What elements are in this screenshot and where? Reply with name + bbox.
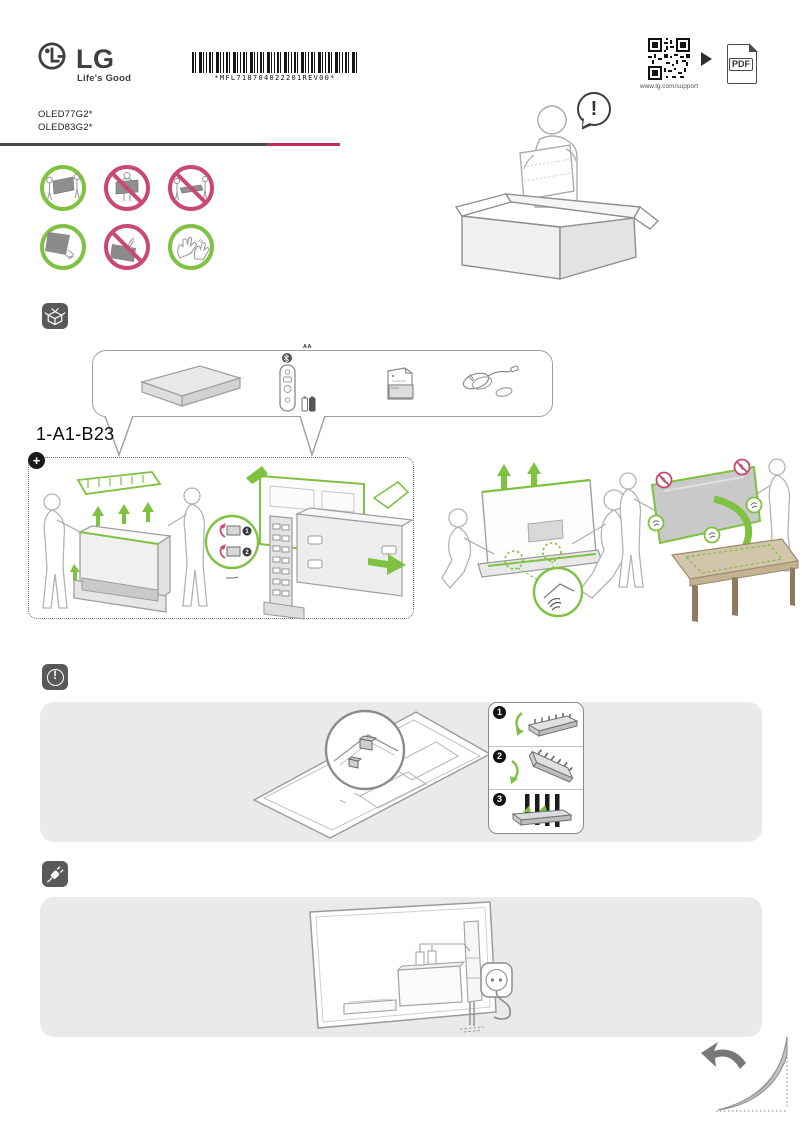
clip-step-row: 2 — [489, 747, 583, 791]
accessory-document-pack — [383, 363, 421, 403]
clip-step-row: 3 — [489, 790, 583, 833]
clip-insert-icon — [511, 794, 573, 828]
safety-no-press-screen-icon — [104, 224, 150, 270]
lg-tagline: Life's Good — [77, 73, 132, 84]
pdf-file-icon: PDF — [727, 43, 758, 84]
pdf-label: PDF — [729, 58, 753, 71]
header-rule — [0, 143, 267, 146]
unpack-scene-slide-box — [222, 462, 414, 620]
wall-outlet-illustration — [478, 960, 524, 1026]
barcode-icon — [192, 52, 358, 73]
plus-badge: + — [28, 452, 45, 469]
lg-logo — [38, 42, 66, 70]
read-manual-illustration — [448, 95, 660, 280]
clip-step-row: 1 — [489, 703, 583, 747]
lg-wordmark: LG — [76, 44, 115, 74]
page-turn-icon — [700, 1033, 795, 1118]
kit-code: 1-A1-B23 — [36, 424, 115, 444]
safety-no-flat-carry-icon — [168, 165, 214, 211]
qr-code-icon — [648, 38, 690, 80]
battery-size-label: AA — [303, 344, 312, 350]
power-plug-icon — [47, 866, 64, 883]
power-tile — [42, 861, 68, 887]
barcode-text: *MFL718704022201REV00* — [214, 74, 336, 82]
clip-strip-icon — [527, 713, 579, 737]
caution-symbol: ! — [53, 669, 57, 682]
safety-ok-two-person-carry-icon — [40, 165, 86, 211]
cable-routing-illustration — [298, 898, 513, 1035]
clip-detail-magnifier — [322, 707, 408, 793]
exclamation-icon: ! — [46, 668, 64, 686]
plus-symbol: + — [32, 453, 41, 468]
model-number-2: OLED83G2* — [38, 122, 93, 133]
barcode-block: *MFL718704022201REV00* — [192, 52, 363, 82]
inset-step-1: 1 — [245, 529, 249, 535]
safety-ok-grip-bottom-icon — [40, 224, 86, 270]
arrow-right-icon — [701, 52, 712, 66]
alert-bubble: ! — [573, 92, 611, 138]
accessory-remote: AA — [278, 344, 326, 414]
unpack-steps-box — [28, 457, 414, 619]
clip-steps-panel: 1 2 — [488, 702, 584, 834]
safety-no-single-carry-icon — [104, 165, 150, 211]
accessory-pointer-tails — [104, 415, 326, 458]
model-list: OLED77G2* OLED83G2* — [38, 108, 93, 134]
accessory-flat-box — [132, 358, 244, 410]
alert-symbol: ! — [590, 97, 598, 120]
step-number-badge: 2 — [493, 749, 506, 763]
open-box-icon — [44, 307, 66, 326]
inset-step-2: 2 — [245, 550, 249, 556]
clip-strip-rotated-icon — [528, 748, 574, 783]
caution-tile: ! — [42, 664, 68, 690]
green-arrow-icon — [510, 759, 519, 784]
unpack-scene-lift-cover — [40, 468, 215, 613]
green-arrow-icon — [515, 712, 524, 736]
model-number-1: OLED77G2* — [38, 109, 93, 120]
accessory-cables — [458, 364, 522, 404]
clip-release-inset: 1 2 — [203, 513, 261, 571]
qr-caption: www.lg.com/support — [639, 83, 699, 90]
lift-tv-scene — [440, 460, 640, 620]
step-number-badge: 1 — [493, 706, 506, 719]
lg-face-icon — [38, 42, 66, 70]
step-number-badge: 3 — [493, 793, 506, 807]
safety-wear-gloves-icon — [168, 224, 214, 270]
header-rule-accent — [267, 143, 340, 146]
accessories-tile — [42, 303, 68, 329]
place-on-table-scene — [614, 455, 800, 625]
